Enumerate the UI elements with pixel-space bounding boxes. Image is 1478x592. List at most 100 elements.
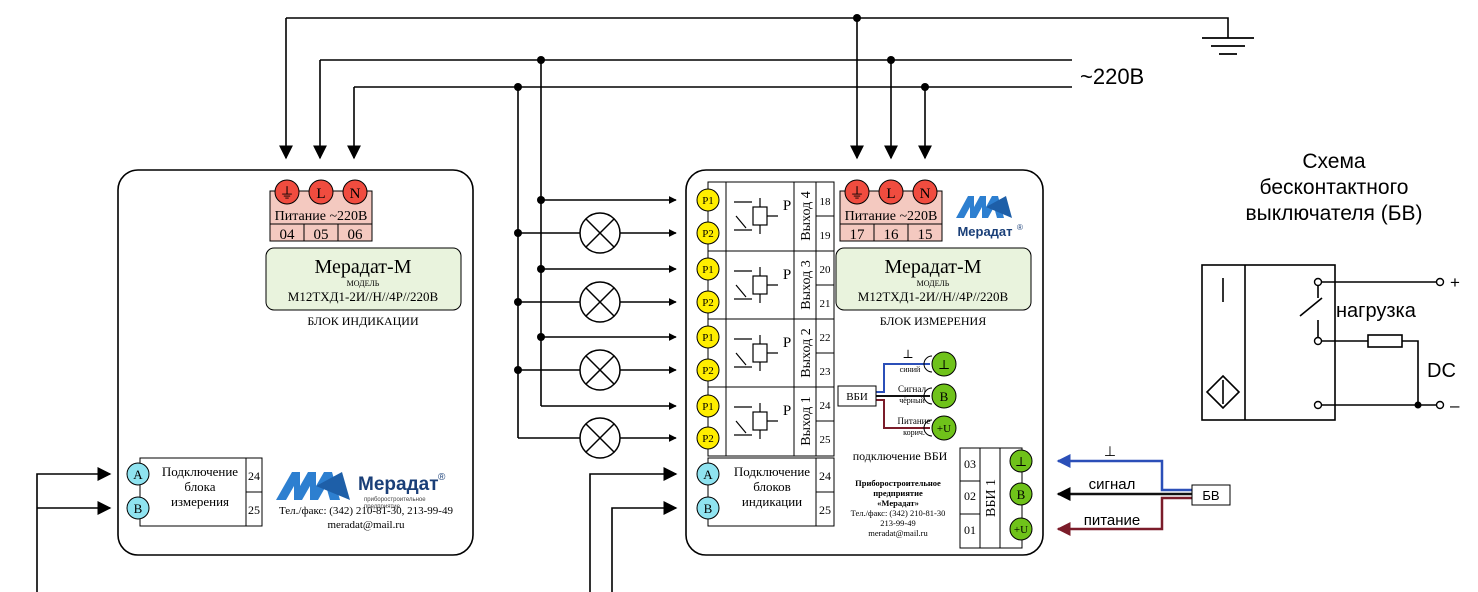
contact-phone: Тел./факс: (342) 210-81-30, 213-99-49 <box>279 505 453 517</box>
model-number: М12ТХД1-2И//Н//4Р//220В <box>858 289 1009 304</box>
terminal-number: 24 <box>248 469 260 483</box>
p1-terminal: P1 <box>696 325 720 349</box>
relay-symbols <box>734 198 778 439</box>
wire-role: Питание <box>898 416 931 426</box>
ground-terminal-label: ⏚ <box>849 185 864 202</box>
contact-email: meradat@mail.ru <box>327 519 405 531</box>
a-terminal-label: A <box>703 467 713 482</box>
l-terminal <box>308 179 334 205</box>
company-name: Приборостроительное <box>855 478 941 488</box>
scheme-title: бесконтактного <box>1260 176 1409 199</box>
lamp-icon <box>579 212 621 254</box>
terminal-label: P2 <box>702 228 714 240</box>
brand-name: Мерадат-М <box>885 256 982 278</box>
terminal-number: 17 <box>850 227 866 243</box>
relay-icon <box>734 403 778 439</box>
terminal-label: B <box>940 389 949 404</box>
connection-label: индикации <box>742 494 802 509</box>
scheme-title: Схема <box>1302 150 1366 173</box>
power-label: Питание ~220В <box>845 209 938 224</box>
n-terminal <box>912 179 938 205</box>
logo-text: Мерадат <box>358 474 439 495</box>
p1-terminal: P1 <box>696 257 720 281</box>
p2-terminal: P2 <box>696 426 720 450</box>
terminal-number: 24 <box>820 400 832 412</box>
lamps <box>579 212 621 459</box>
measurement-power-terminals: ⏚ L N Питание ~220В 17 16 15 <box>839 179 943 243</box>
model-caption: МОДЕЛЬ <box>347 279 380 288</box>
relay-letters: Р Р Р Р <box>783 198 791 419</box>
indication-power-terminals: ⏚ L N Питание ~220В 04 05 06 <box>269 179 373 243</box>
ground-terminal <box>274 179 300 205</box>
switch-body <box>1201 264 1336 421</box>
external-sensor-wiring <box>1056 454 1192 536</box>
measurement-block: Р Р Р Р Выход 4 Выход 3 Выход 2 Выход 1 … <box>685 169 1044 556</box>
block-name: БЛОК ИЗМЕРЕНИЯ <box>880 314 986 328</box>
terminal-number: 03 <box>964 457 976 471</box>
relay-letter: Р <box>783 267 791 283</box>
brand-name: Мерадат-М <box>315 256 412 278</box>
p2-terminal: P2 <box>696 290 720 314</box>
sensor-caption: подключение ВБИ <box>853 449 948 463</box>
a-terminal <box>696 462 720 486</box>
measurement-connection: A B Подключение блоков индикации 24 25 <box>696 457 835 527</box>
terminal-label: P1 <box>702 401 714 413</box>
logo-text: Мерадат <box>957 224 1012 239</box>
wire-role: Сигнал <box>898 384 926 394</box>
ground-icon <box>1202 37 1254 55</box>
load-label: нагрузка <box>1336 300 1417 322</box>
scheme-title: выключателя (БВ) <box>1246 202 1423 225</box>
lamp-icon <box>579 349 621 391</box>
relay-icon <box>734 198 778 234</box>
n-terminal-label: N <box>920 186 931 202</box>
wire-label: ⊥ <box>1104 443 1116 459</box>
terminal-label: P2 <box>702 433 714 445</box>
logo-subtitle: приборостроительное <box>364 497 426 503</box>
relay-terminals: P1 P2 P1 P2 P1 P2 P1 P2 <box>696 188 720 450</box>
sensor-terminals: ⊥ B +U <box>923 351 957 441</box>
supply-voltage-label: ~220В <box>1080 64 1144 89</box>
wire-label: сигнал <box>1089 476 1136 493</box>
relay-icon <box>734 267 778 303</box>
link-wiring <box>36 467 678 592</box>
indication-connection: A B Подключение блока измерения 24 25 <box>126 457 263 527</box>
company-name: «Мерадат» <box>877 498 919 508</box>
terminal-label: +U <box>937 423 951 435</box>
l-terminal-label: L <box>886 186 895 202</box>
n-terminal <box>342 179 368 205</box>
relay-wiring <box>518 196 676 438</box>
terminal-number: 25 <box>819 503 831 517</box>
output-label: Выход 3 <box>799 260 814 309</box>
minus-label: – <box>1450 396 1460 415</box>
ground-terminal <box>844 179 870 205</box>
model-caption: МОДЕЛЬ <box>917 279 950 288</box>
vbi1-label: ВБИ 1 <box>984 479 999 517</box>
vbi-wiring <box>876 363 930 429</box>
company-name: предприятие <box>873 488 923 498</box>
proximity-switch-scheme: Схема бесконтактного выключателя (БВ) <box>1201 150 1460 421</box>
output-label: Выход 2 <box>799 328 814 377</box>
wire-color: корич. <box>903 428 925 437</box>
terminal-number: 20 <box>820 264 832 276</box>
output-label: Выход 4 <box>799 191 814 240</box>
meradat-logo-icon <box>276 472 350 500</box>
junction-dot <box>1414 401 1422 409</box>
contact-phone: Тел./факс: (342) 210-81-30 <box>851 508 946 518</box>
l-terminal <box>878 179 904 205</box>
output-numbers: 18 19 20 21 22 23 24 25 <box>820 196 832 446</box>
p2-terminal: P2 <box>696 221 720 245</box>
switch-nodes <box>1313 277 1445 410</box>
output-labels: Выход 4 Выход 3 Выход 2 Выход 1 <box>799 191 814 445</box>
terminal-number: 25 <box>820 434 832 446</box>
logo-registered: ® <box>1017 223 1023 232</box>
b-terminal-label: B <box>134 501 143 516</box>
relay-icon <box>734 335 778 371</box>
terminal-label: ⊥ <box>938 357 950 372</box>
meradat-logo-icon <box>956 196 1012 218</box>
relay-letter: Р <box>783 403 791 419</box>
wire-label: питание <box>1084 512 1141 529</box>
terminal-number: 01 <box>964 523 976 537</box>
n-terminal-label: N <box>350 186 361 202</box>
p2-terminal: P2 <box>696 358 720 382</box>
vbi-box <box>837 385 877 407</box>
